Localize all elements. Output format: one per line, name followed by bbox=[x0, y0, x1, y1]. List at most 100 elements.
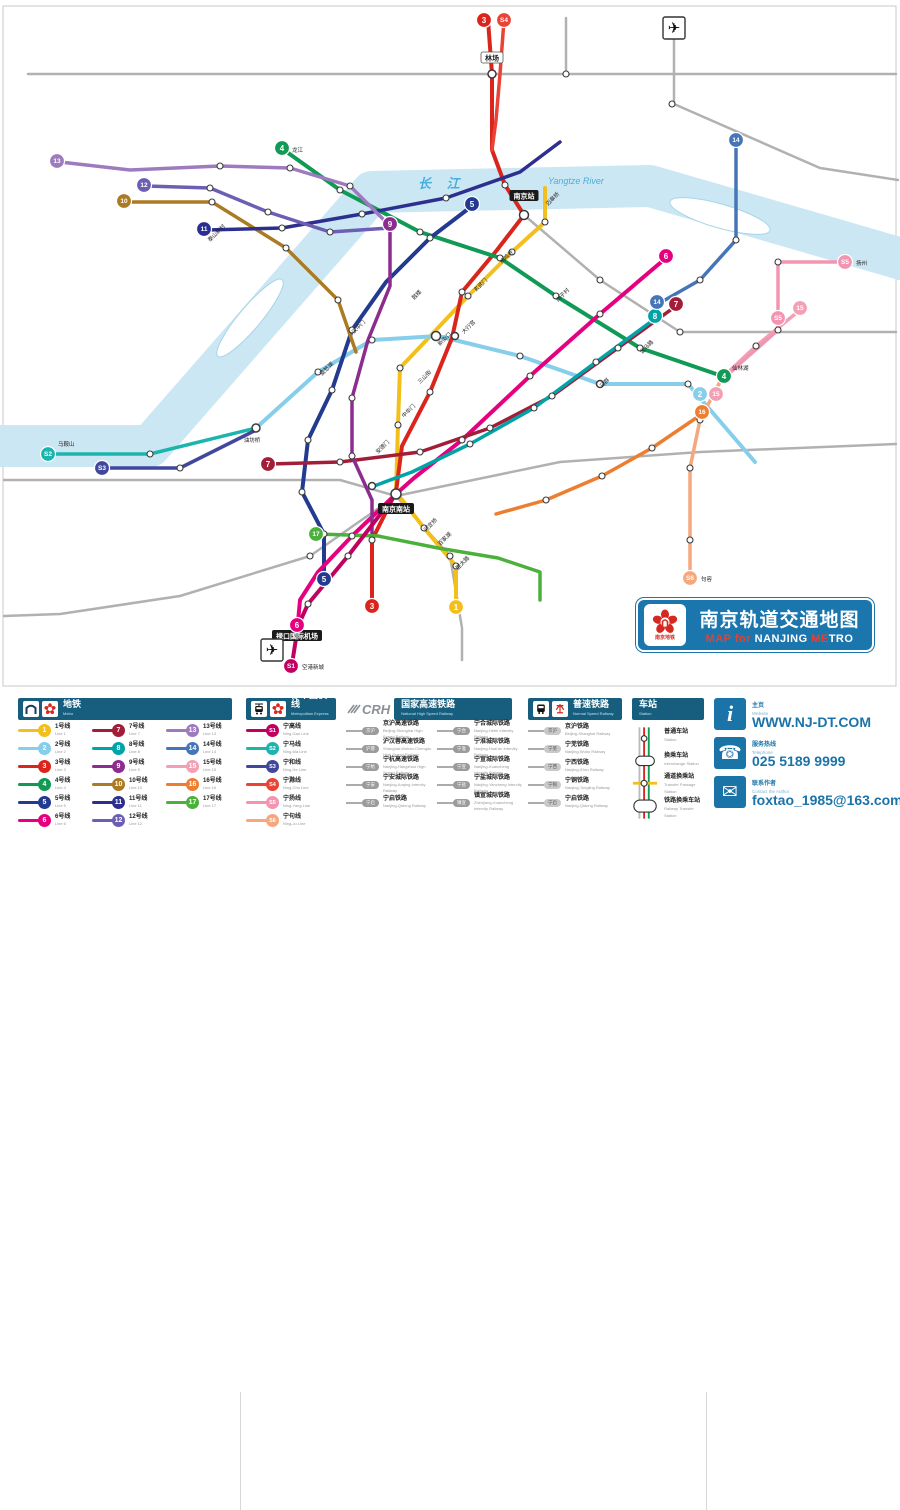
legend-line-sample bbox=[166, 729, 190, 732]
legend-rail-badge: 宁杭 bbox=[362, 762, 379, 771]
station-dot bbox=[306, 552, 314, 560]
legend-line-name-en: Line 6 bbox=[55, 821, 66, 826]
legend-rail-sample bbox=[528, 729, 546, 732]
legend-line-badge: 11 bbox=[112, 796, 125, 809]
legend-rail-badge: 宁淮 bbox=[453, 744, 470, 753]
line-badge bbox=[707, 385, 725, 403]
station-dot bbox=[542, 496, 550, 504]
legend-rail-name-en: Nanjing-Tongling Railway bbox=[565, 785, 610, 790]
legend-line-badge: 16 bbox=[186, 778, 199, 791]
station-dot bbox=[452, 562, 460, 570]
station-chip bbox=[272, 630, 322, 641]
line-14 bbox=[656, 140, 738, 306]
legend-line-name-en: Line 7 bbox=[129, 731, 140, 736]
legend-line-name-cn: 9号线 bbox=[129, 760, 145, 766]
station-dot bbox=[686, 536, 694, 544]
legend-rail-name-cn: 宁淮城际铁路 bbox=[474, 739, 511, 745]
legend-line-name-en: Line 9 bbox=[129, 767, 140, 772]
station-dot bbox=[348, 532, 356, 540]
legend-line-name-cn: 14号线 bbox=[203, 742, 222, 748]
station-type-cn: 通道换乘站 bbox=[664, 773, 695, 780]
station-chip-label: 南京南站 bbox=[382, 505, 410, 514]
line-badge-number: 4 bbox=[280, 144, 285, 153]
line-badge bbox=[791, 299, 809, 317]
line-badge bbox=[381, 215, 399, 233]
line-badge-number: S5 bbox=[841, 259, 849, 266]
legend-line-name-en: Ning-He Line bbox=[283, 767, 307, 772]
station-type-en: Interchange Station bbox=[664, 761, 699, 766]
station-dot bbox=[487, 69, 497, 79]
station-type-en: Station bbox=[664, 737, 677, 742]
legend-line-name-cn: 2号线 bbox=[55, 742, 71, 748]
legend-rail-name-en: Nanjing-Qidong Railway bbox=[565, 803, 608, 808]
line-2 bbox=[254, 334, 757, 464]
rail-huning bbox=[522, 213, 898, 334]
station-dot bbox=[344, 552, 352, 560]
legend-line-name-cn: 宁高线 bbox=[283, 724, 302, 730]
legend-rail-name-cn: 宁启铁路 bbox=[565, 796, 590, 802]
map-title: 南京轨道交通地图 bbox=[699, 610, 860, 631]
station-dot bbox=[264, 208, 272, 216]
legend-line-name-cn: 6号线 bbox=[55, 814, 71, 820]
line-badge-number: S5 bbox=[774, 315, 782, 322]
contact-label-cn: 联系作者 bbox=[752, 780, 777, 787]
legend-line-sample bbox=[92, 729, 116, 732]
plum-blossom-icon bbox=[270, 701, 286, 717]
crh-logo: CRH bbox=[346, 702, 390, 717]
station-types-sample bbox=[632, 727, 658, 819]
line-badge-number: S2 bbox=[44, 451, 52, 458]
legend-line-badge: 5 bbox=[38, 796, 51, 809]
legend-rail-name-cn: 宁西铁路 bbox=[565, 760, 590, 766]
legend-rail-name-en: Nanjing-Anqing Intercity Railway bbox=[383, 782, 426, 793]
station-type-cn: 铁路换乘车站 bbox=[664, 797, 701, 804]
legend-rail-badge: 京沪 bbox=[544, 726, 561, 735]
station-dot bbox=[278, 224, 286, 232]
legend-rail-badge: 镇宣 bbox=[453, 798, 470, 807]
legend-line-name-cn: 15号线 bbox=[203, 760, 222, 766]
line-badge bbox=[288, 616, 306, 634]
station-dot bbox=[368, 536, 376, 544]
line-6 bbox=[296, 256, 668, 624]
legend-line-badge: S4 bbox=[266, 778, 279, 791]
legend-rail-sample bbox=[346, 729, 364, 732]
legend-line-badge: 7 bbox=[112, 724, 125, 737]
legend-line-badge: 15 bbox=[186, 760, 199, 773]
airport-icon bbox=[260, 638, 284, 662]
river-island bbox=[216, 278, 284, 358]
line-3 bbox=[370, 18, 526, 604]
river-label-cn: 长 江 bbox=[418, 176, 466, 191]
station-dot bbox=[416, 228, 424, 236]
legend-line-badge: S2 bbox=[266, 742, 279, 755]
station-dot bbox=[636, 344, 644, 352]
station-label: 安德门 bbox=[374, 438, 391, 455]
station-dot bbox=[358, 210, 366, 218]
legend-line-sample bbox=[246, 729, 270, 732]
station-dot bbox=[774, 258, 782, 266]
line-badge-number: S3 bbox=[98, 465, 106, 472]
station-dot bbox=[206, 184, 214, 192]
legend-line-name-cn: 8号线 bbox=[129, 742, 145, 748]
station-dot bbox=[648, 444, 656, 452]
station-dot bbox=[390, 488, 402, 500]
station-dot bbox=[298, 488, 306, 496]
station-dot bbox=[304, 436, 312, 444]
map-title-box: 南京地铁 南京轨道交通地图 MAP for NANJING METRO bbox=[635, 597, 875, 653]
legend-rail-name-cn: 宁铜铁路 bbox=[565, 778, 590, 784]
station-dot bbox=[314, 368, 322, 376]
station-dot bbox=[346, 182, 354, 190]
